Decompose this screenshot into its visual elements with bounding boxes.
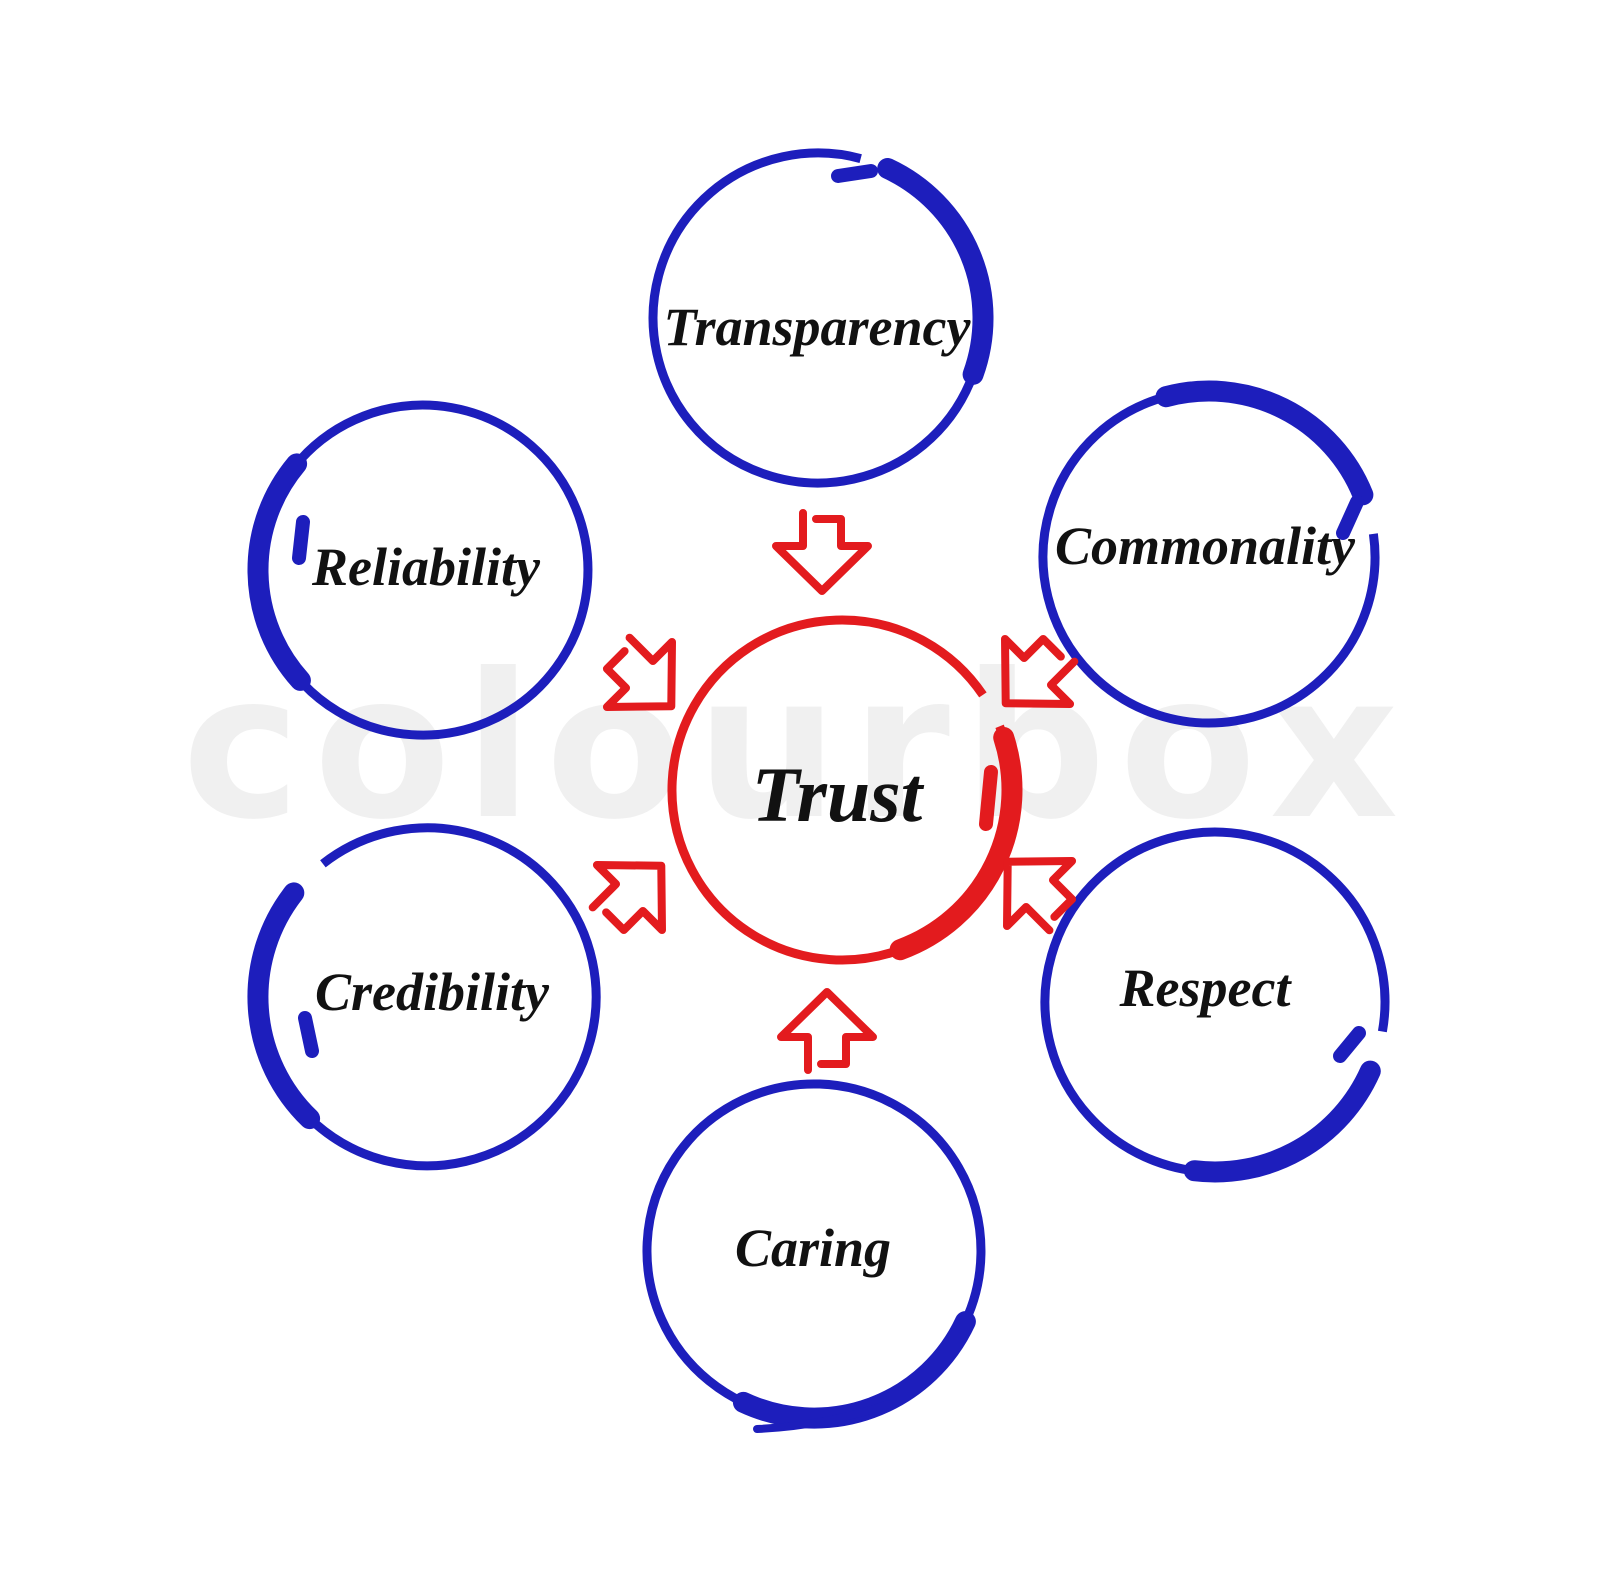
circle-credibility <box>247 823 601 1171</box>
arrow-caring-to-trust <box>781 992 873 1070</box>
circle-respect <box>1040 827 1390 1183</box>
label-respect: Respect <box>1119 958 1291 1018</box>
circle-caring <box>642 1079 986 1433</box>
circle-transparency <box>648 148 994 488</box>
circle-reliability <box>247 400 593 740</box>
label-reliability: Reliability <box>312 537 540 597</box>
label-credibility: Credibility <box>315 962 549 1022</box>
arrow-credibility-to-trust <box>574 833 694 953</box>
watermark: colourbox <box>182 631 1412 864</box>
arrow-transparency-to-trust <box>776 513 868 591</box>
circle-trust <box>667 615 1023 965</box>
label-caring: Caring <box>734 1218 892 1278</box>
label-commonality: Commonality <box>1054 516 1356 576</box>
label-trust: Trust <box>751 751 923 838</box>
circle-commonality <box>1038 380 1380 728</box>
label-transparency: Transparency <box>663 297 971 357</box>
arrow-commonality-to-trust <box>973 616 1093 736</box>
